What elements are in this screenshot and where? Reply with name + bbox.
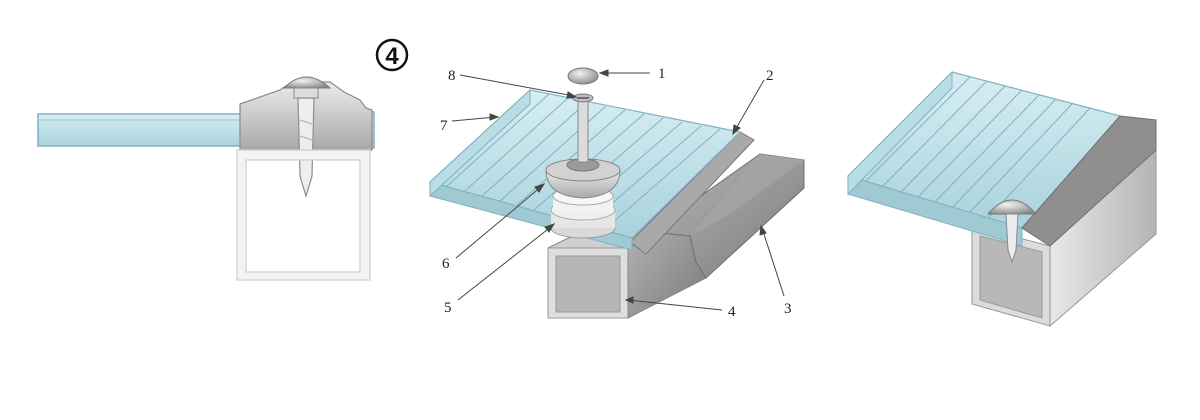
rib-10 [603,128,721,231]
panel-assembled-side [847,70,953,196]
arib-8 [987,107,1091,219]
arrow-6 [534,183,546,193]
callout-4: 4 [728,304,736,320]
callout-1: 1 [658,66,666,82]
screw-icon [297,97,315,199]
side-profile-assembled [1021,115,1157,247]
fastener-cap [986,199,1038,215]
arib-6 [952,98,1057,208]
fastener-assembled [986,199,1038,264]
arib-3 [900,85,1006,193]
rafter-frame [236,149,371,281]
sheet-section [37,113,251,147]
callout-6: 6 [442,256,450,272]
arib-5 [934,94,1040,203]
step-circle [375,38,409,72]
screw-head [293,87,319,99]
screw-thread-2 [299,135,313,141]
rib-5 [516,109,626,206]
screw-icon [572,93,594,163]
side-profile-top [690,154,804,236]
leader-lines [451,69,785,311]
screw-cap-icon [567,67,599,85]
rafter-assembled-inner [979,235,1043,319]
leader-8 [459,74,575,97]
exploded-view: 1 2 3 4 5 6 7 8 [428,66,805,320]
callout-3: 3 [784,301,792,317]
panel-assembled-ribs [865,76,1091,219]
panel-side [429,88,531,198]
screw-cap-icon [282,76,332,89]
assembled-view [846,70,1157,328]
arib-4 [917,89,1023,198]
leader-3 [761,227,785,297]
screw-thread-1 [299,119,313,125]
arib-2 [882,80,988,187]
arib-7 [969,102,1074,213]
leader-6 [455,185,543,259]
arrow-2 [732,124,741,136]
callout-labels: 1 2 3 4 5 6 7 8 [440,66,792,320]
arrow-7 [489,113,500,121]
callout-5: 5 [444,300,452,316]
callout-7: 7 [440,118,448,134]
leader-5 [457,225,553,301]
rib-1 [446,93,550,187]
cap-base [545,158,621,199]
rib-3 [481,101,588,197]
callout-2: 2 [766,68,774,84]
rafter-inner [555,255,621,313]
arrow-5 [544,223,556,233]
arrow-3 [759,224,767,236]
arrow-8 [566,91,578,99]
leader-7 [451,116,497,122]
callout-8: 8 [448,68,456,84]
step-number: 4 [385,43,399,70]
rib-2 [464,97,569,192]
leader-4 [627,299,723,311]
top-cap-body [567,67,599,85]
fastener-screw [1005,213,1019,264]
arib-1 [865,76,971,182]
step-badge: 4 [375,38,409,72]
arrow-4 [624,296,634,304]
cross-section-view [37,76,375,281]
screw-shank [577,99,589,163]
arrow-1 [598,69,609,77]
leader-2 [733,79,765,133]
